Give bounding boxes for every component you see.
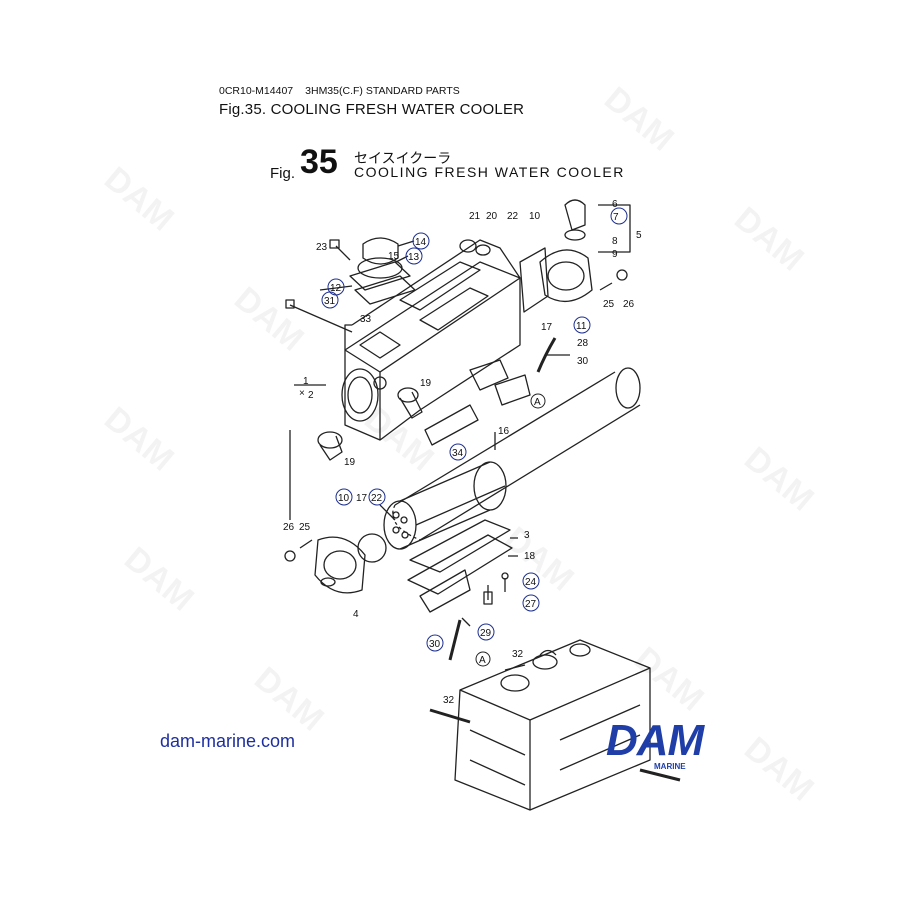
circled-callouts: 7 10 11 12 13 14 22 24 27 29 30 31 34 xyxy=(321,207,628,652)
part-label: 19 xyxy=(344,457,356,468)
part-label: 8 xyxy=(612,236,618,247)
callout-27: 27 xyxy=(522,594,540,612)
svg-text:29: 29 xyxy=(480,628,492,639)
svg-text:34: 34 xyxy=(452,448,464,459)
cooler-housing xyxy=(341,239,521,441)
part-number-labels: 1 2 × 3 4 5 6 8 9 10 15 16 17 17 18 19 1… xyxy=(283,199,642,706)
part-label: 19 xyxy=(420,378,432,389)
part-label: 26 xyxy=(623,299,635,310)
japanese-title: セイスイクーラ xyxy=(354,151,452,167)
callout-29: 29 xyxy=(477,623,495,641)
part-label: 25 xyxy=(299,522,311,533)
document-code: 0CR10-M14407 xyxy=(219,85,294,97)
fig-label: Fig. xyxy=(270,165,296,182)
english-title: COOLING FRESH WATER COOLER xyxy=(354,164,625,180)
svg-text:24: 24 xyxy=(525,577,537,588)
part-label: 18 xyxy=(524,551,536,562)
part-label: 25 xyxy=(603,299,615,310)
filler-neck xyxy=(349,237,416,305)
document-code-line: 0CR10-M14407 3HM35(C.F) STANDARD PARTS xyxy=(219,85,472,97)
callout-7: 7 xyxy=(610,207,628,225)
cooler-tube xyxy=(392,367,641,541)
multiply-sign: × xyxy=(299,388,305,399)
callout-14: 14 xyxy=(412,232,430,250)
part-label: 10 xyxy=(529,211,541,222)
callout-24: 24 xyxy=(522,572,540,590)
part-label: 23 xyxy=(316,242,328,253)
callout-11: 11 xyxy=(573,316,591,334)
logo-subtext: MARINE xyxy=(654,762,686,771)
model-title: 3HM35(C.F) STANDARD PARTS xyxy=(305,85,460,97)
part-label: 2 xyxy=(308,390,314,401)
part-label: 17 xyxy=(356,493,368,504)
svg-text:14: 14 xyxy=(415,237,427,248)
fig-number: 35 xyxy=(300,143,338,181)
logo-text: DAM xyxy=(606,716,704,765)
part-label: 26 xyxy=(283,522,295,533)
reference-markers: A A xyxy=(475,393,546,667)
end-cover-left xyxy=(314,533,387,594)
figure-title: Fig.35. COOLING FRESH WATER COOLER xyxy=(219,101,525,118)
svg-text:30: 30 xyxy=(429,639,441,650)
part-label: 3 xyxy=(524,530,530,541)
svg-text:12: 12 xyxy=(330,283,342,294)
callout-22: 22 xyxy=(368,488,386,506)
callout-31: 31 xyxy=(321,291,339,309)
callout-13: 13 xyxy=(405,247,423,265)
svg-text:7: 7 xyxy=(613,212,619,223)
part-label: 33 xyxy=(360,314,372,325)
svg-text:31: 31 xyxy=(324,296,336,307)
callout-30: 30 xyxy=(426,634,444,652)
svg-text:A: A xyxy=(534,397,541,408)
svg-text:10: 10 xyxy=(338,493,350,504)
svg-text:22: 22 xyxy=(371,493,383,504)
part-label: 20 xyxy=(486,211,498,222)
part-label: 4 xyxy=(353,609,359,620)
tube-bundle xyxy=(383,461,507,550)
end-cover-right xyxy=(519,247,593,313)
part-label: 22 xyxy=(507,211,519,222)
part-label: 17 xyxy=(541,322,553,333)
part-label: 30 xyxy=(577,356,589,367)
svg-text:13: 13 xyxy=(408,252,420,263)
part-label: 28 xyxy=(577,338,589,349)
part-label: 32 xyxy=(443,695,455,706)
svg-text:A: A xyxy=(479,655,486,666)
svg-text:27: 27 xyxy=(525,599,537,610)
callout-10: 10 xyxy=(335,488,353,506)
part-label: 15 xyxy=(388,251,400,262)
ref-marker-a: A xyxy=(530,393,546,409)
part-label: 9 xyxy=(612,249,618,260)
part-label: 6 xyxy=(612,199,618,210)
dam-marine-logo: DAM MARINE xyxy=(606,716,740,782)
ref-marker-a: A xyxy=(475,651,491,667)
engine-block xyxy=(429,639,681,811)
callout-34: 34 xyxy=(449,443,467,461)
part-label: 1 xyxy=(303,376,309,387)
svg-text:11: 11 xyxy=(576,321,587,332)
part-label: 21 xyxy=(469,211,481,222)
part-label: 32 xyxy=(512,649,524,660)
part-label: 5 xyxy=(636,230,642,241)
part-label: 16 xyxy=(498,426,510,437)
website-link[interactable]: dam-marine.com xyxy=(160,731,296,751)
